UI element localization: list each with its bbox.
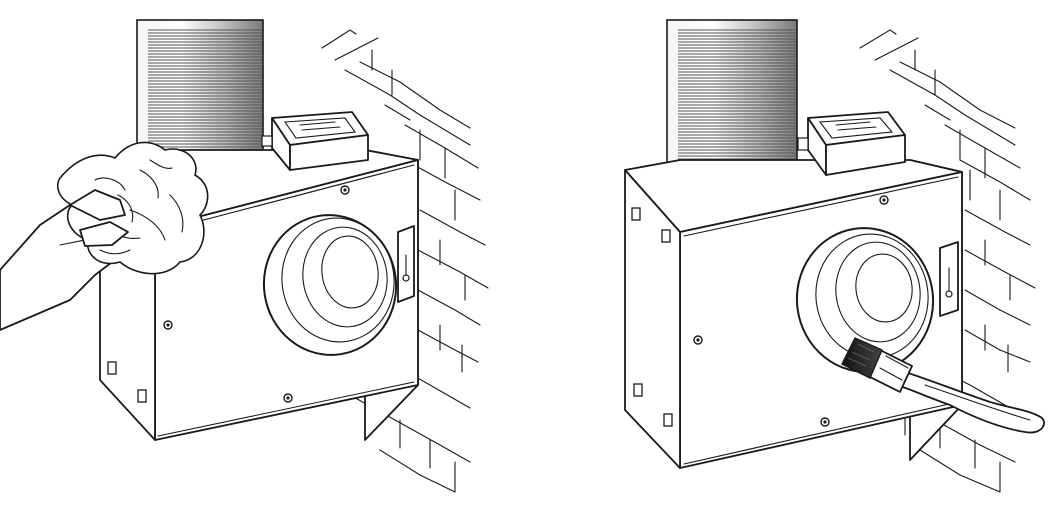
screw-icons [693, 195, 889, 427]
brush-icon [841, 337, 1045, 434]
brush-handle [899, 371, 1045, 434]
panel-left-cleaning-exterior [0, 19, 489, 493]
panel-right-cleaning-interior [624, 19, 1045, 493]
latch-clip-icons [107, 361, 147, 403]
brush-bristles [841, 337, 883, 379]
latch-clip-icons [631, 207, 673, 427]
inlet-collar [262, 214, 398, 356]
junction-box [261, 111, 369, 171]
junction-box [797, 111, 906, 176]
inlet-collar [795, 227, 935, 373]
brick-wall [859, 29, 1036, 493]
hand-with-cloth [0, 141, 209, 331]
screw-icons [163, 185, 350, 403]
